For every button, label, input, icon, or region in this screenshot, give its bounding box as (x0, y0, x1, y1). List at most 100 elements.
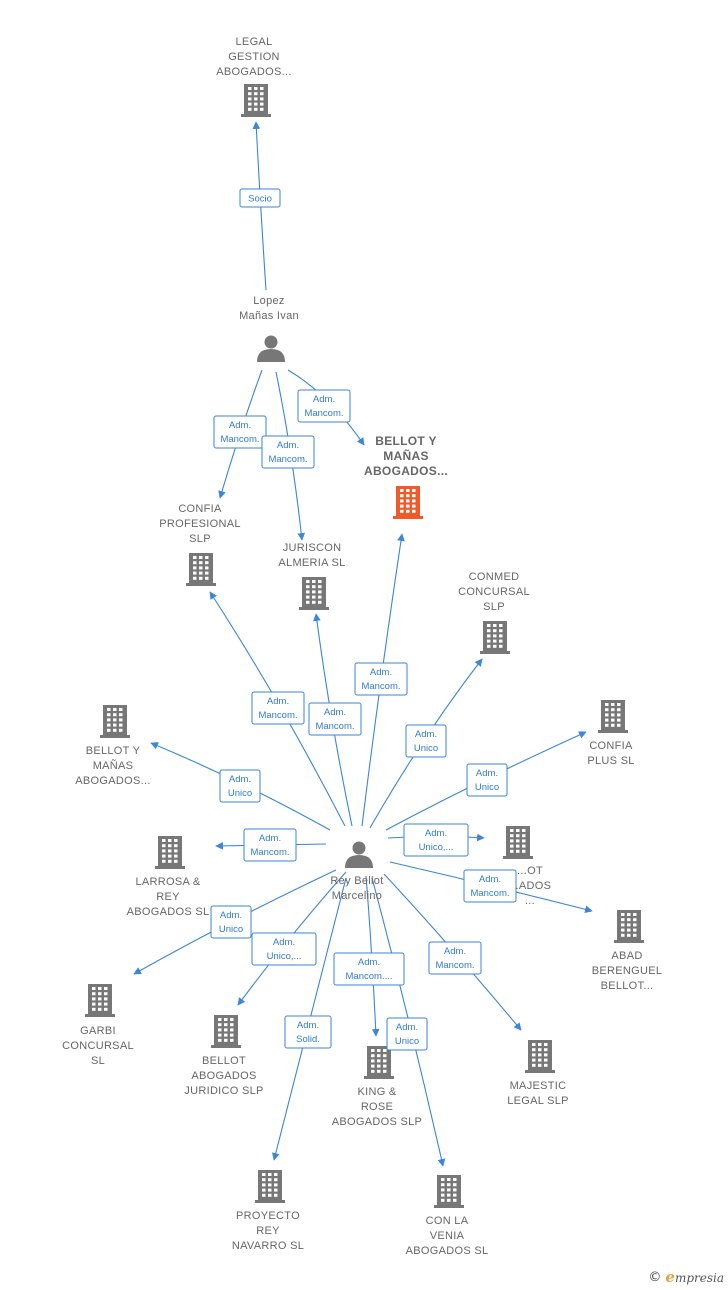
edge-label-text: Unico (219, 924, 243, 935)
edge-label-text: Adm. (229, 774, 251, 785)
building-icon (525, 1040, 555, 1073)
edge-label-box[interactable]: Socio (239, 188, 281, 208)
edge-label-box[interactable]: Adm.Mancom. (251, 691, 305, 725)
node-label-line: Lopez (253, 295, 284, 307)
edge-label-text: Adm. (273, 937, 295, 948)
edge-label-text: Unico (228, 788, 252, 799)
building-icon (393, 486, 423, 519)
footer-brand[interactable]: © empresia (648, 1268, 724, 1286)
node-conmed[interactable]: CONMED CONCURSAL SLP (458, 571, 530, 654)
node-label-line: CON LA (426, 1215, 469, 1227)
node-label-line: CONMED (469, 571, 520, 583)
node-label-line: LARROSA & (135, 876, 200, 888)
node-label-line: KING & (357, 1086, 396, 1098)
node-label-line: SLP (189, 533, 211, 545)
edge-label-box[interactable]: Adm.Mancom. (297, 389, 351, 423)
edge-label-text: Adm. (479, 874, 501, 885)
node-label-line: ABOGADOS SL (127, 906, 210, 918)
node-label-line: NAVARRO SL (232, 1240, 304, 1252)
edge-label-text: Mancom. (250, 847, 289, 858)
node-label-line: BELLOT (202, 1055, 246, 1067)
edge-label-box[interactable]: Adm.Unico,... (251, 932, 317, 966)
node-label-line: JURISCON (283, 542, 342, 554)
edge-label-frame (243, 828, 297, 862)
node-label-line: ALMERIA SL (278, 557, 345, 569)
edge-label-box[interactable]: Adm.Mancom. (354, 662, 408, 696)
node-bellot-target[interactable]: BELLOT YMAÑASABOGADOS... (364, 434, 448, 519)
node-label-line: CONFIA (178, 503, 222, 515)
building-icon (211, 1015, 241, 1048)
edge-label-box[interactable]: Adm.Mancom. (308, 702, 362, 736)
building-icon (155, 836, 185, 869)
node-label-line: MAÑAS (383, 448, 429, 463)
edge-label-box[interactable]: Adm.Unico,... (403, 823, 469, 857)
node-label-line: PROYECTO (236, 1210, 300, 1222)
building-icon (480, 621, 510, 654)
edge-label-box[interactable]: Adm.Unico (386, 1017, 428, 1051)
edge-label-box[interactable]: Adm. Unico (405, 724, 447, 758)
node-label-line: ABOGADOS SLP (332, 1116, 422, 1128)
edge-label-box[interactable]: Adm.Solid. (284, 1015, 332, 1049)
node-abad[interactable]: ABADBERENGUELBELLOT... (592, 910, 663, 992)
edge-label-frame (251, 932, 317, 966)
node-label-line: CONFIA (589, 740, 633, 752)
building-icon (241, 84, 271, 117)
edge-label-text: Adm. (425, 828, 447, 839)
edge-label-box[interactable]: Adm.Mancom. (243, 828, 297, 862)
building-icon (364, 1046, 394, 1079)
person-icon (257, 335, 285, 362)
node-label-line: REY (256, 1225, 280, 1237)
node-label-line: ABOGADOS (191, 1070, 256, 1082)
node-label-line: GARBI (80, 1025, 116, 1037)
node-label-line: Mañas Ivan (239, 310, 299, 322)
edge-label-box[interactable]: Adm.Mancom. (463, 869, 517, 903)
edge-label-text: Mancom.... (346, 971, 393, 982)
building-icon (614, 910, 644, 943)
node-bellot-y-manas2[interactable]: BELLOT YMAÑASABOGADOS... (75, 705, 150, 787)
node-label-line: GESTION (228, 51, 280, 63)
node-label-line: SLP (483, 601, 505, 613)
edge-label-frame (405, 724, 447, 758)
edge-label-text: Adm. (415, 729, 437, 740)
node-label-line: BELLOT Y (375, 434, 437, 448)
edge-label-text: Adm. (220, 910, 242, 921)
edge-label-frame (403, 823, 469, 857)
node-label-line: BERENGUEL (592, 965, 663, 977)
edge-label-box[interactable]: Adm. Unico (210, 905, 252, 939)
building-icon (299, 577, 329, 610)
edge-label-box[interactable]: Adm.Mancom. (428, 941, 482, 975)
node-label-line: ABOGADOS SL (406, 1245, 489, 1257)
copyright-symbol: © (648, 1269, 662, 1285)
edge-label-box[interactable]: Adm.Mancom. (213, 415, 267, 449)
edge-label-box[interactable]: Adm.Mancom.... (333, 952, 405, 986)
edge-label-text: Adm. (229, 420, 251, 431)
edge-label-box[interactable]: Adm. Unico (219, 769, 261, 803)
edge-label-text: Unico (414, 743, 438, 754)
node-juriscon[interactable]: JURISCON ALMERIA SL (278, 542, 345, 610)
building-icon (186, 553, 216, 586)
edge-label-text: Adm. (444, 946, 466, 957)
edge-label-box[interactable]: Adm.Mancom. (261, 435, 315, 469)
node-label-line: CONCURSAL (458, 586, 530, 598)
node-label-line: CONCURSAL (62, 1040, 134, 1052)
edge-label-text: Adm. (324, 707, 346, 718)
edge-label-box[interactable]: Adm.Unico (466, 763, 508, 797)
brand-logo-initial: e (665, 1268, 675, 1286)
edge-label-text: Mancom. (361, 681, 400, 692)
node-bellot-hidden[interactable]: ...OT...ADOS... (503, 826, 551, 907)
node-label-line: ABAD (611, 950, 642, 962)
node-legal-gestion[interactable]: LEGALGESTIONABOGADOS... (216, 36, 291, 117)
node-proyecto[interactable]: PROYECTO REY NAVARRO SL (232, 1170, 304, 1252)
